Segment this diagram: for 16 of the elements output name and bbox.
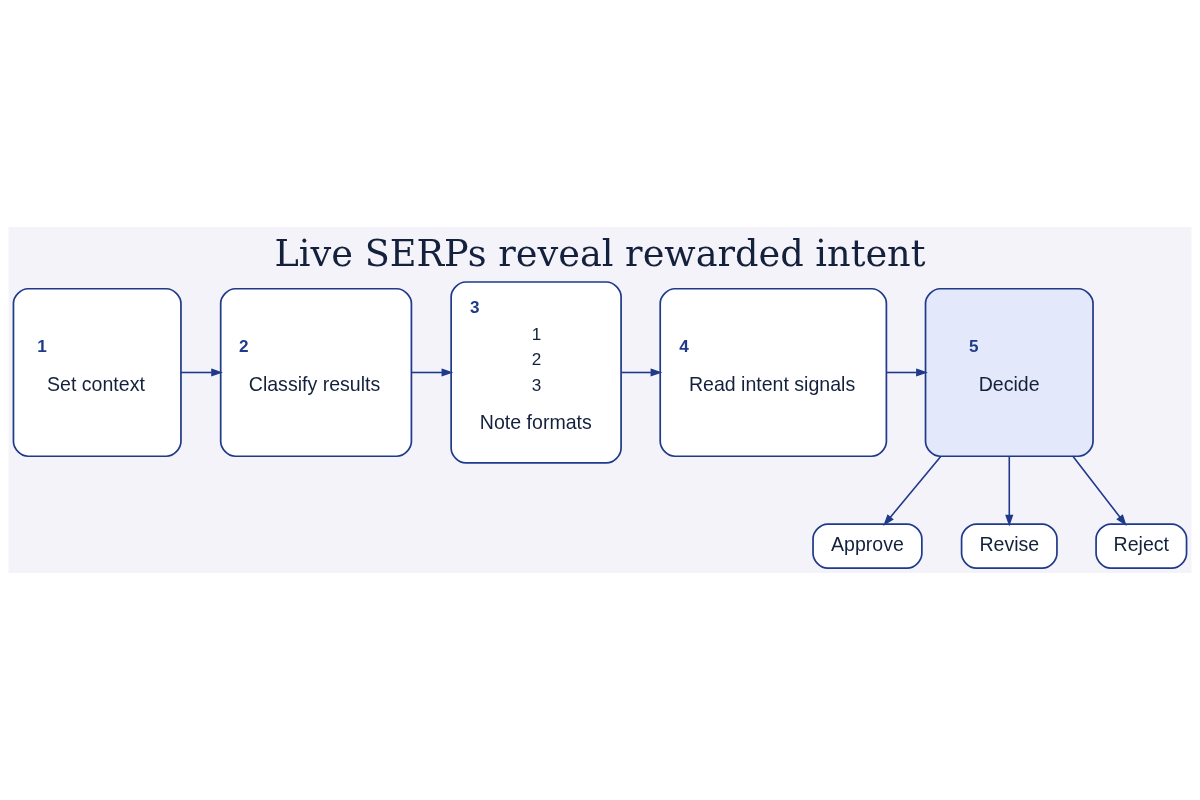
arrow: [180, 368, 223, 377]
node-box: 2 Classify results: [219, 287, 413, 458]
node-box: 3 1 2 3 Note formats: [450, 281, 622, 464]
node-box: Approve: [812, 523, 923, 569]
arrow: [1072, 455, 1127, 526]
node-box: 4 Read intent signals: [659, 287, 888, 458]
arrow: [1005, 455, 1014, 527]
node-box: 1 Set context: [12, 287, 182, 458]
node-box: Reject: [1095, 523, 1188, 569]
arrow: [885, 368, 928, 377]
diagram-title: Live SERPs reveal rewarded intent: [274, 232, 926, 276]
arrow: [883, 455, 942, 526]
arrow: [620, 368, 663, 377]
node-box: Revise: [960, 523, 1058, 569]
node-box: 5 Decide: [924, 287, 1094, 458]
arrow: [410, 368, 454, 377]
